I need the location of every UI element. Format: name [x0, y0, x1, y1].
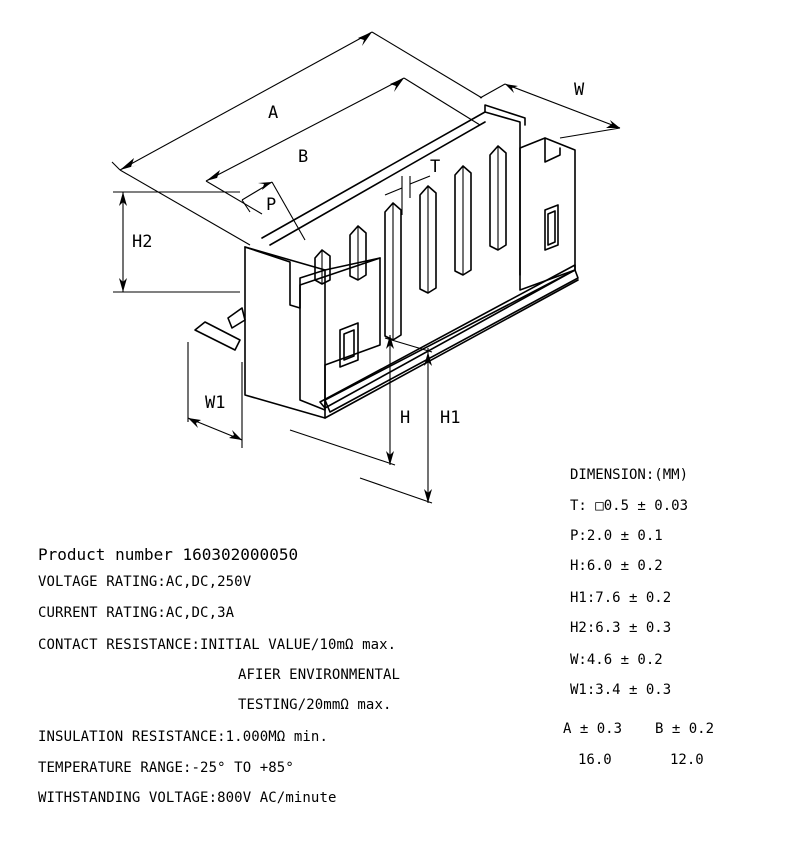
- dim-h1: H1:7.6 ± 0.2: [570, 590, 672, 606]
- pin-2: [349, 225, 367, 281]
- dim-w1: W1:3.4 ± 0.3: [570, 682, 672, 698]
- dim-b-value: 12.0: [670, 752, 704, 768]
- connector-body: [194, 104, 579, 419]
- label-h2: H2: [132, 232, 152, 252]
- contact-resistance: CONTACT RESISTANCE:INITIAL VALUE/10mΩ ma…: [38, 637, 397, 653]
- label-h1: H1: [440, 408, 460, 428]
- dimension-b: [205, 77, 481, 215]
- dimensions-title: DIMENSION:(MM): [570, 467, 689, 483]
- pins: [314, 145, 507, 341]
- dimension-h: [289, 335, 396, 466]
- label-b: B: [298, 147, 308, 167]
- dimension-w: [479, 83, 621, 139]
- current-rating: CURRENT RATING:AC,DC,3A: [38, 605, 235, 621]
- contact-resistance-cont2: TESTING/20mmΩ max.: [238, 697, 392, 713]
- label-w: W: [574, 80, 585, 100]
- dimension-w1: [187, 342, 243, 448]
- withstanding-voltage: WITHSTANDING VOLTAGE:800V AC/minute: [38, 790, 337, 806]
- temperature-range: TEMPERATURE RANGE:-25° TO +85°: [38, 760, 294, 776]
- pin-6: [489, 145, 507, 251]
- contact-resistance-cont1: AFIER ENVIRONMENTAL: [238, 667, 401, 683]
- product-number: Product number 160302000050: [38, 545, 299, 564]
- label-a: A: [268, 103, 278, 123]
- dimension-a: [111, 31, 483, 246]
- pin-4: [419, 185, 437, 294]
- insulation-resistance: INSULATION RESISTANCE:1.000MΩ min.: [38, 729, 328, 745]
- dim-a-header: A ± 0.3: [563, 721, 623, 737]
- dim-w: W:4.6 ± 0.2: [570, 652, 663, 668]
- dim-t: T: □0.5 ± 0.03: [570, 498, 689, 514]
- voltage-rating: VOLTAGE RATING:AC,DC,250V: [38, 574, 252, 590]
- label-h: H: [400, 408, 410, 428]
- label-p: P: [266, 195, 276, 215]
- label-t: T: [430, 157, 440, 177]
- dim-h2: H2:6.3 ± 0.3: [570, 620, 672, 636]
- dim-b-header: B ± 0.2: [655, 721, 715, 737]
- label-w1: W1: [205, 393, 225, 413]
- pin-3: [384, 202, 402, 341]
- pin-1: [314, 249, 331, 285]
- dim-p: P:2.0 ± 0.1: [570, 528, 663, 544]
- dim-a-value: 16.0: [578, 752, 612, 768]
- dimension-p: [241, 181, 306, 241]
- pin-5: [454, 165, 472, 276]
- dimension-h2: [113, 191, 240, 293]
- dimension-t: [384, 175, 431, 215]
- dim-h: H:6.0 ± 0.2: [570, 558, 663, 574]
